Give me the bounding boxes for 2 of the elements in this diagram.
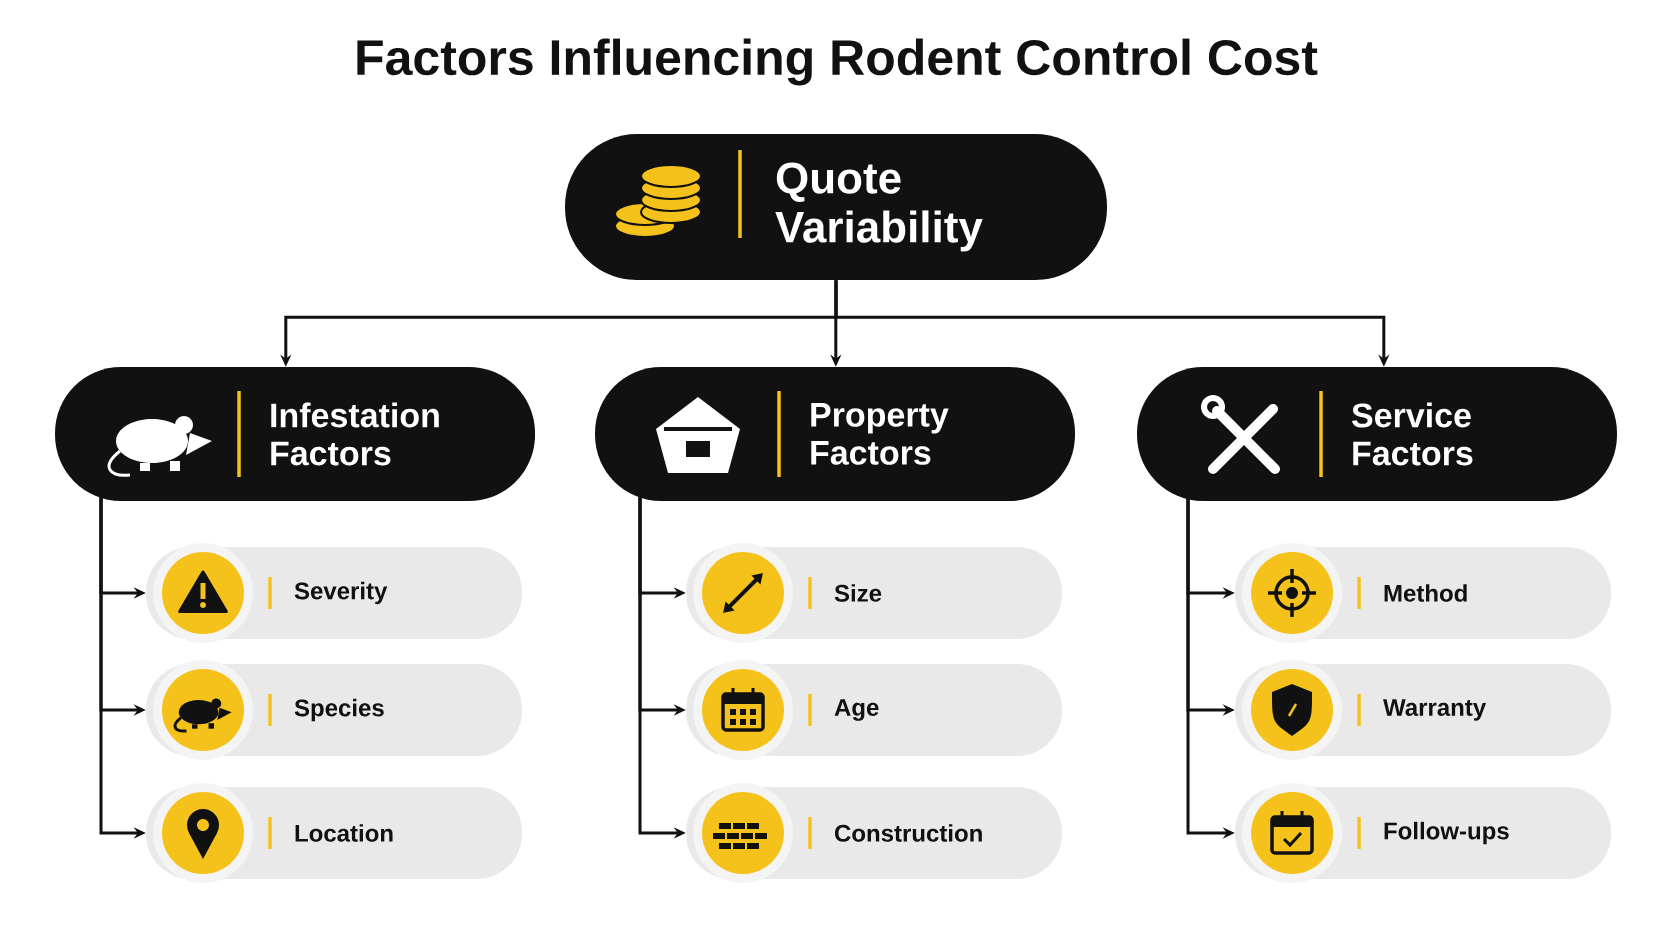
title: Factors Influencing Rodent Control Cost <box>357 38 1318 86</box>
category-pill: Service Factors <box>1137 367 1617 501</box>
